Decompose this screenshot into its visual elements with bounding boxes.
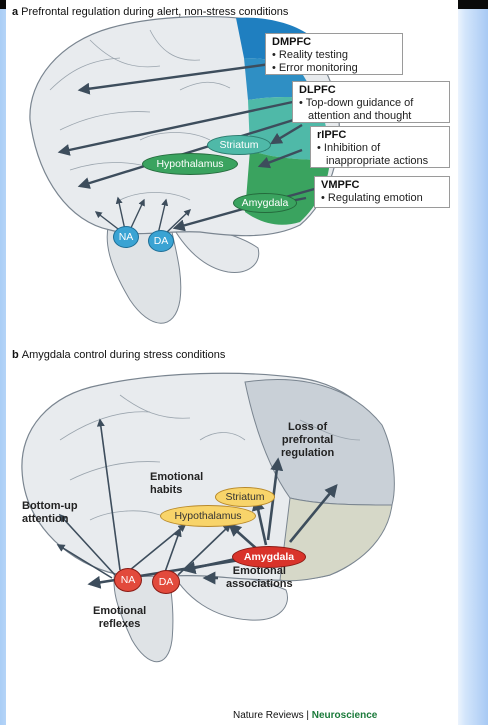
dmpfc-line-2: • Error monitoring xyxy=(272,62,396,75)
journal-section: Neuroscience xyxy=(312,710,378,721)
dlpfc-line-1: • Top-down guidance of xyxy=(299,97,443,110)
panel-b-title-text: Amygdala control during stress condition… xyxy=(22,349,226,361)
habits-line-1: Emotional xyxy=(150,471,203,484)
panel-a-na: NA xyxy=(113,226,139,248)
panel-b-da: DA xyxy=(152,570,180,594)
panel-a-hypothalamus: Hypothalamus xyxy=(142,153,238,175)
panel-b-striatum: Striatum xyxy=(215,487,275,507)
loss-line-1: Loss of xyxy=(281,421,334,434)
vmpfc-box: VMPFC • Regulating emotion xyxy=(314,176,450,208)
bottom-up-line-1: Bottom-up xyxy=(22,500,78,513)
emotional-reflexes-label: Emotional reflexes xyxy=(93,605,146,631)
dlpfc-line-2: attention and thought xyxy=(299,110,443,123)
rlpfc-heading: rIPFC xyxy=(317,129,443,142)
reflexes-line-1: Emotional xyxy=(93,605,146,618)
dlpfc-heading: DLPFC xyxy=(299,84,443,97)
panel-a-amygdala: Amygdala xyxy=(233,193,297,213)
dlpfc-box: DLPFC • Top-down guidance of attention a… xyxy=(292,81,450,123)
emotional-associations-label: Emotional associations xyxy=(226,565,293,591)
panel-a-striatum: Striatum xyxy=(207,135,271,155)
bottom-up-attention-label: Bottom-up attention xyxy=(22,500,78,526)
dmpfc-heading: DMPFC xyxy=(272,36,396,49)
habits-line-2: habits xyxy=(150,484,203,497)
vmpfc-line-1: • Regulating emotion xyxy=(321,192,443,205)
emotional-habits-label: Emotional habits xyxy=(150,471,203,497)
panel-b-letter: b xyxy=(12,349,19,361)
rlpfc-line-1: • Inhibition of xyxy=(317,142,443,155)
dmpfc-line-1: • Reality testing xyxy=(272,49,396,62)
panel-a-da: DA xyxy=(148,230,174,252)
loss-line-3: regulation xyxy=(281,447,334,460)
journal-name: Nature Reviews xyxy=(233,710,304,721)
reflexes-line-2: reflexes xyxy=(93,618,146,631)
dmpfc-box: DMPFC • Reality testing • Error monitori… xyxy=(265,33,403,75)
assoc-line-2: associations xyxy=(226,578,293,591)
rlpfc-box: rIPFC • Inhibition of inappropriate acti… xyxy=(310,126,450,168)
journal-credit: Nature Reviews | Neuroscience xyxy=(233,710,377,721)
loss-line-2: prefrontal xyxy=(281,434,334,447)
panel-b-amygdala: Amygdala xyxy=(232,546,306,568)
bottom-up-line-2: attention xyxy=(22,513,78,526)
panel-b-na: NA xyxy=(114,568,142,592)
rlpfc-line-2: inappropriate actions xyxy=(317,155,443,168)
vmpfc-heading: VMPFC xyxy=(321,179,443,192)
panel-b-hypothalamus: Hypothalamus xyxy=(160,505,256,527)
journal-separator: | xyxy=(306,710,309,721)
loss-of-regulation-label: Loss of prefrontal regulation xyxy=(281,421,334,460)
